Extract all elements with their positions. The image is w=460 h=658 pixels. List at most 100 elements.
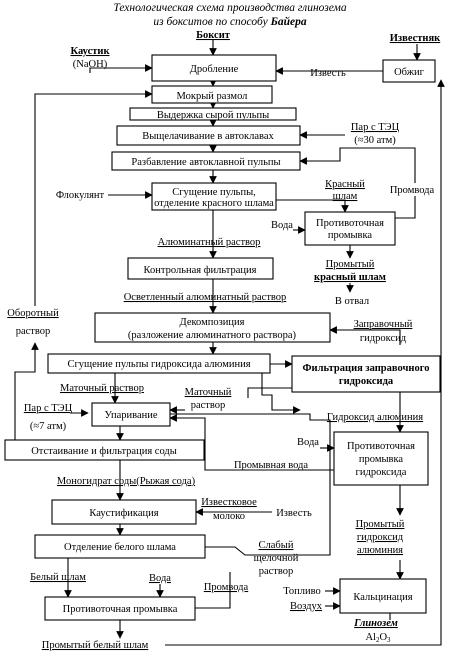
text-holding: Выдержка сырой пульпы [157, 110, 269, 121]
label-steam-tec-2: Пар с ТЭЦ [24, 403, 73, 414]
label-return-1: Оборотный [7, 308, 59, 319]
text-crushing: Дробление [190, 64, 239, 75]
text-dilution: Разбавление автоклавной пульпы [131, 157, 280, 168]
label-weak-1: Слабый [259, 540, 294, 551]
text-ccw-hydroxide-1: Противоточная [347, 441, 415, 452]
arrow-washwater-evaporation [169, 414, 334, 471]
label-steam-tec: Пар с ТЭЦ [351, 122, 400, 133]
label-red-mud-short: шлам [333, 191, 358, 202]
box-ccw-hydroxide [333, 431, 429, 486]
text-seed-filtration-1: Фильтрация заправочного [303, 363, 430, 374]
text-ccw-red-1: Противоточная [316, 218, 384, 229]
arrow-washwater-dilution [299, 147, 416, 183]
label-clarified: Осветленный алюминатный раствор [124, 292, 287, 303]
line-seed-motherliquor [247, 387, 292, 398]
label-lime-2: Известь [276, 508, 312, 519]
label-mother-1: Маточный [185, 387, 232, 398]
text-ccw-hydroxide-3: гидроксида [356, 467, 407, 478]
label-white-mud: Белый шлам [30, 572, 86, 583]
line-ccwwhite-washwater [195, 572, 231, 609]
label-al2o3: Al2O3 [365, 632, 391, 644]
label-naoh: (NaOH) [73, 59, 108, 70]
diagram-title: Технологическая схема производства глино… [0, 1, 460, 29]
text-hydroxide-thickening: Сгущение пульпы гидроксида алюминия [67, 359, 250, 370]
text-evaporation: Упаривание [104, 410, 157, 421]
box-texts: Дробление Обжиг Мокрый размол Выдержка с… [31, 64, 429, 615]
al2o3-sub1: 2 [376, 636, 380, 644]
label-mother-liquor: Маточный раствор [60, 383, 144, 394]
arrow-whitemud-roasting [165, 79, 445, 646]
text-seed-filtration-2: гидроксида [339, 376, 394, 387]
text-roasting: Обжиг [394, 67, 425, 78]
label-weak-2: щелочной [254, 553, 299, 564]
label-steam-7: (≈7 атм) [30, 421, 67, 432]
al2o3-o: O [379, 632, 387, 643]
box-roasting [382, 59, 436, 83]
title-line-1: Технологическая схема производства глино… [113, 2, 347, 14]
label-washed-hydr-1: Промытый [356, 519, 405, 530]
text-calcination: Кальцинация [353, 592, 412, 603]
label-fuel: Топливо [283, 586, 321, 597]
label-to-dump: В отвал [335, 296, 369, 307]
label-washed-hydr-2: гидроксид [357, 532, 404, 543]
label-water-red: Вода [271, 220, 293, 231]
text-soda-settling: Отстаивание и фильтрация соды [31, 446, 177, 457]
box-leaching [116, 125, 301, 146]
label-mother-2: раствор [191, 400, 226, 411]
title-line-2-bold: Байера [270, 16, 307, 28]
label-washed-red: Промытый [326, 259, 375, 270]
label-washed-white-mud: Промытый белый шлам [42, 640, 149, 651]
label-water-hydroxide: Вода [297, 437, 319, 448]
box-evaporation [91, 402, 171, 427]
label-weak-3: раствор [259, 566, 294, 577]
label-seed-2: гидроксид [360, 333, 407, 344]
label-aluminium-hydroxide: Гидроксид алюминия [327, 412, 423, 423]
arrow-redmud-ccw [276, 199, 349, 213]
box-soda-settling [4, 439, 205, 461]
box-crushing [151, 54, 277, 82]
label-soda-monohydrate: Моногидрат соды(Рыжая сода) [57, 476, 196, 487]
label-wash-water: Промвода [390, 185, 435, 196]
box-causticization [51, 499, 197, 525]
label-alumina: Глинозем [353, 618, 398, 629]
line-ccw-washwater [395, 196, 416, 219]
label-return-2: раствор [16, 326, 51, 337]
process-boxes [4, 54, 441, 621]
connectors [14, 40, 445, 646]
box-hydroxide-thickening [47, 353, 271, 374]
text-thickening-1: Сгущение пульпы, [172, 187, 256, 198]
box-holding [129, 107, 297, 121]
label-steam-30: (≈30 атм) [354, 135, 396, 146]
box-dilution [111, 151, 301, 171]
label-water-white: Вода [149, 573, 171, 584]
label-washed-hydr-3: алюминия [357, 545, 403, 556]
line-weak-return [170, 413, 331, 556]
text-white-mud-separation: Отделение белого шлама [64, 542, 176, 553]
label-red: Красный [325, 179, 365, 190]
al2o3-al: Al [365, 632, 376, 643]
box-calcination [339, 578, 427, 614]
text-thickening-2: отделение красного шлама [154, 198, 274, 209]
label-limestone: Известняк [390, 33, 441, 44]
label-seed-1: Заправочный [354, 319, 413, 330]
label-red-mud: красный шлам [314, 272, 386, 283]
label-caustic: Каустик [70, 46, 110, 57]
box-ccw-white [44, 596, 196, 621]
flow-labels: Боксит Каустик (NaOH) Известняк Известь … [7, 30, 441, 651]
box-seed-filtration [291, 355, 441, 393]
text-ccw-hydroxide-2: промывка [359, 454, 404, 465]
label-air: Воздух [290, 601, 323, 612]
box-white-mud-separation [34, 534, 206, 559]
box-ccw-red [304, 211, 396, 246]
text-decomposition-1: Декомпозиция [180, 317, 245, 328]
box-decomposition [94, 312, 331, 343]
title-line-2: из бокситов по способу Байера [0, 15, 460, 29]
label-lime-milk-1: Известковое [201, 497, 257, 508]
label-flocculant: Флокулянт [56, 190, 105, 201]
arrow-return-solution [14, 342, 39, 440]
text-leaching: Выщелачивание в автоклавах [142, 131, 274, 142]
box-control-filtration [127, 257, 274, 280]
label-wash-water-full: Промывная вода [234, 460, 308, 471]
label-lime: Известь [310, 68, 346, 79]
